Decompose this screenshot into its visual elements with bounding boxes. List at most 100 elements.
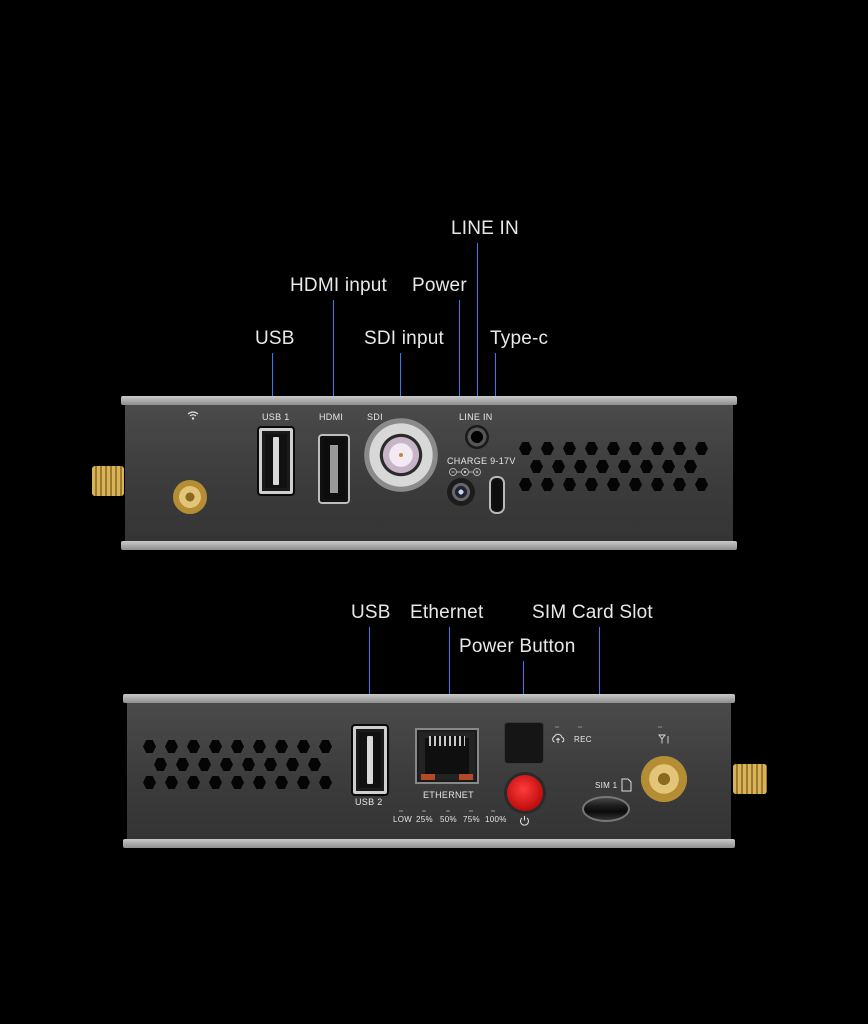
front-antenna-connector — [173, 480, 207, 514]
vent-hole — [187, 740, 200, 753]
vent-hole — [209, 776, 222, 789]
top-rail — [121, 396, 737, 405]
callout-usb-front: USB — [255, 328, 295, 349]
callout-power-button: Power Button — [459, 636, 576, 657]
vent-hole — [242, 758, 255, 771]
vent-hole — [209, 740, 222, 753]
vent-hole — [253, 740, 266, 753]
vent-hole — [541, 442, 554, 455]
vent-hole — [585, 478, 598, 491]
rec-led — [578, 726, 582, 728]
callout-type-c: Type-c — [490, 328, 549, 349]
ethernet-port[interactable] — [415, 728, 479, 784]
status-display — [504, 722, 544, 764]
vent-hole — [297, 776, 310, 789]
callout-ethernet: Ethernet — [410, 602, 484, 623]
vent-hole — [530, 460, 543, 473]
vent-hole — [319, 740, 332, 753]
vent-hole — [308, 758, 321, 771]
usb1-port[interactable] — [257, 426, 295, 496]
vent-hole — [607, 478, 620, 491]
polarity-icon — [449, 468, 481, 476]
label-ethernet: ETHERNET — [423, 790, 474, 800]
sdi-connector[interactable] — [364, 418, 438, 492]
signal-level-label: 100% — [485, 815, 507, 824]
vent-hole — [253, 776, 266, 789]
rear-antenna-stub — [733, 764, 767, 794]
signal-level-label: 25% — [416, 815, 433, 824]
power-dc-jack[interactable] — [447, 478, 475, 506]
rear-antenna-connector — [641, 756, 687, 802]
vent-hole — [640, 460, 653, 473]
callout-hdmi-input: HDMI input — [290, 275, 388, 296]
label-rec: REC — [574, 735, 592, 744]
label-line-in: LINE IN — [459, 412, 493, 422]
signal-led — [491, 810, 495, 812]
vent-hole — [154, 758, 167, 771]
callout-sim-card-slot: SIM Card Slot — [532, 602, 653, 623]
usb2-port[interactable] — [351, 724, 389, 796]
power-icon — [519, 816, 530, 826]
signal-led — [422, 810, 426, 812]
leader-line-in — [477, 243, 478, 436]
vent-hole — [165, 740, 178, 753]
label-usb2: USB 2 — [355, 797, 383, 807]
vent-hole — [519, 478, 532, 491]
front-antenna-stub — [92, 466, 124, 496]
bottom-rail — [123, 839, 735, 848]
vent-hole — [563, 478, 576, 491]
vent-hole — [585, 442, 598, 455]
vent-hole — [519, 442, 532, 455]
vent-hole — [651, 478, 664, 491]
wifi-icon — [187, 411, 199, 420]
vent-hole — [143, 740, 156, 753]
sim-card-slot[interactable] — [582, 796, 630, 822]
vent-hole — [673, 442, 686, 455]
sim-card-icon — [621, 778, 632, 792]
vent-hole — [629, 478, 642, 491]
vent-hole — [695, 478, 708, 491]
vent-hole — [662, 460, 675, 473]
vent-hole — [673, 478, 686, 491]
vent-hole — [165, 776, 178, 789]
type-c-port[interactable] — [489, 476, 505, 514]
vent-hole — [231, 776, 244, 789]
cloud-upload-icon — [552, 733, 565, 743]
rear-vent-grille — [143, 740, 347, 798]
vent-hole — [607, 442, 620, 455]
vent-hole — [695, 442, 708, 455]
signal-level-label: 50% — [440, 815, 457, 824]
callout-power: Power — [412, 275, 467, 296]
vent-hole — [552, 460, 565, 473]
callout-usb-rear: USB — [351, 602, 391, 623]
vent-hole — [143, 776, 156, 789]
vent-hole — [187, 776, 200, 789]
vent-hole — [231, 740, 244, 753]
line-in-jack[interactable] — [465, 425, 489, 449]
vent-hole — [176, 758, 189, 771]
vent-hole — [596, 460, 609, 473]
label-usb1: USB 1 — [262, 412, 290, 422]
vent-hole — [264, 758, 277, 771]
hdmi-port[interactable] — [318, 434, 350, 504]
vent-hole — [684, 460, 697, 473]
antenna-led — [658, 726, 662, 728]
top-rail — [123, 694, 735, 703]
vent-hole — [297, 740, 310, 753]
signal-level-label: LOW — [393, 815, 413, 824]
label-charge: CHARGE 9-17V — [447, 456, 516, 466]
front-vent-grille — [519, 442, 725, 500]
vent-hole — [574, 460, 587, 473]
antenna-signal-icon — [658, 734, 669, 744]
callout-sdi-input: SDI input — [364, 328, 444, 349]
bottom-rail — [121, 541, 737, 550]
power-button[interactable] — [507, 775, 543, 811]
vent-hole — [220, 758, 233, 771]
vent-hole — [563, 442, 576, 455]
label-sim1: SIM 1 — [595, 781, 618, 790]
signal-led — [399, 810, 403, 812]
vent-hole — [319, 776, 332, 789]
label-sdi: SDI — [367, 412, 383, 422]
vent-hole — [286, 758, 299, 771]
